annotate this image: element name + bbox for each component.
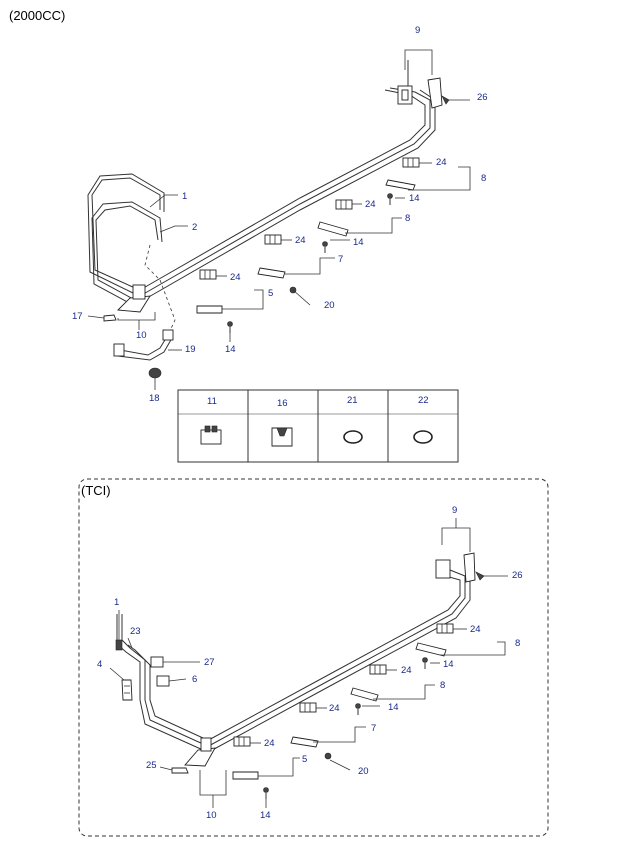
callout-14: 14 (409, 193, 420, 204)
callout-1: 1 (114, 597, 119, 608)
callout-7: 7 (371, 723, 376, 734)
section-title-2000cc: (2000CC) (9, 8, 65, 23)
table-part-21 (343, 430, 363, 444)
top-parts (103, 60, 450, 379)
callout-14: 14 (443, 659, 454, 670)
table-part-16 (271, 427, 293, 447)
callout-7: 7 (338, 254, 343, 265)
callout-26: 26 (512, 570, 523, 581)
callout-24: 24 (295, 235, 306, 246)
callout-1: 1 (182, 191, 187, 202)
callout-24: 24 (264, 738, 275, 749)
callout-26: 26 (477, 92, 488, 103)
callout-24: 24 (230, 272, 241, 283)
callout-25: 25 (146, 760, 157, 771)
callout-14: 14 (225, 344, 236, 355)
callout-24: 24 (365, 199, 376, 210)
clip-24-d (199, 269, 217, 280)
callout-24: 24 (470, 624, 481, 635)
callout-17: 17 (72, 311, 83, 322)
callout-9: 9 (452, 505, 457, 516)
bottom-pipes (116, 567, 471, 755)
table-header-21: 21 (347, 395, 358, 406)
callout-24: 24 (401, 665, 412, 676)
callout-9: 9 (415, 25, 420, 36)
callout-23: 23 (130, 626, 141, 637)
callout-8: 8 (405, 213, 410, 224)
bolt-14-a (387, 193, 393, 205)
parts-table: 11 16 21 22 (177, 389, 459, 463)
callout-14: 14 (260, 810, 271, 821)
callout-6: 6 (192, 674, 197, 685)
table-part-22 (413, 430, 433, 444)
callout-18: 18 (149, 393, 160, 404)
callout-20: 20 (324, 300, 335, 311)
bottom-leaders (109, 518, 508, 808)
clip-24-b (335, 199, 353, 210)
callout-8: 8 (515, 638, 520, 649)
callout-2: 2 (192, 222, 197, 233)
bolt-14-b (322, 241, 328, 253)
table-part-11 (200, 425, 222, 445)
clip-24-a (402, 157, 420, 168)
callout-8: 8 (440, 680, 445, 691)
callout-14: 14 (388, 702, 399, 713)
callout-24: 24 (436, 157, 447, 168)
clip-24-c (264, 234, 282, 245)
bottom-callouts: 9 26 24 8 14 24 8 14 1 23 27 4 6 24 7 24… (97, 505, 523, 821)
callout-5: 5 (302, 754, 307, 765)
callout-24: 24 (329, 703, 340, 714)
callout-8: 8 (481, 173, 486, 184)
callout-4: 4 (97, 659, 102, 670)
table-header-22: 22 (418, 395, 429, 406)
callout-10: 10 (206, 810, 217, 821)
callout-5: 5 (268, 288, 273, 299)
callout-27: 27 (204, 657, 215, 668)
bottom-parts (115, 552, 485, 799)
callout-19: 19 (185, 344, 196, 355)
callout-20: 20 (358, 766, 369, 777)
tci-frame (78, 478, 549, 837)
callout-10: 10 (136, 330, 147, 341)
table-header-11: 11 (207, 396, 217, 407)
table-header-16: 16 (277, 398, 288, 409)
top-pipes (87, 87, 436, 361)
callout-14: 14 (353, 237, 364, 248)
top-callouts: 9 26 24 8 14 24 8 14 24 7 1 2 24 5 20 17… (72, 25, 488, 404)
section-title-tci: (TCI) (81, 483, 111, 498)
top-leaders (87, 49, 471, 390)
bolt-14-c (227, 321, 233, 333)
